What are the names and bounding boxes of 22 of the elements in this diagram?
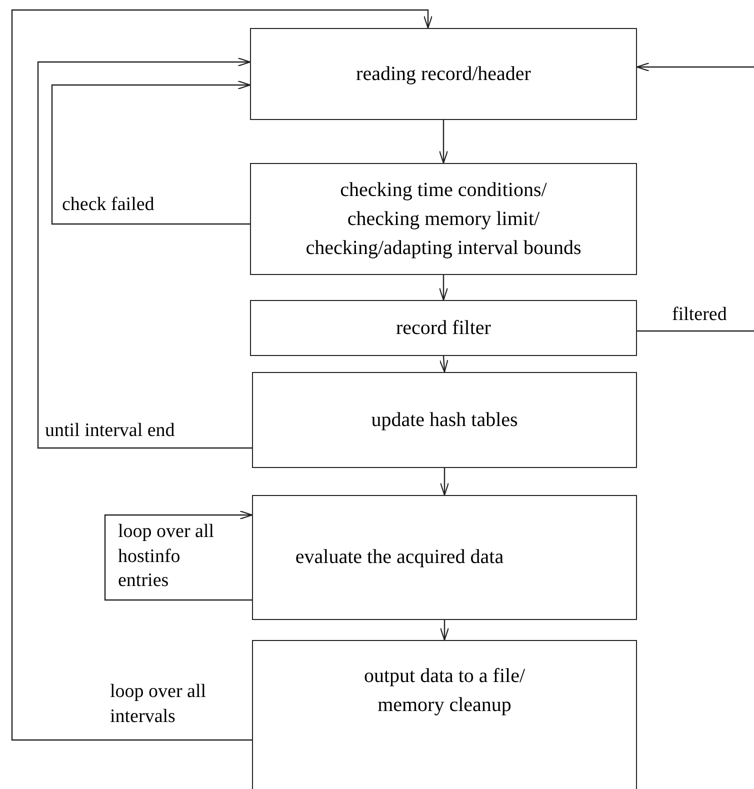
- process-box: [250, 163, 637, 275]
- arrow: [439, 356, 448, 373]
- step-text: update hash tables: [371, 408, 518, 432]
- arrow: [438, 275, 448, 301]
- arrow: [636, 62, 754, 72]
- step-text: record filter: [396, 316, 491, 340]
- step-text: output data to a file/ memory cleanup: [364, 664, 526, 718]
- arrow: [51, 80, 251, 225]
- process-box: [250, 28, 637, 120]
- process-box: [252, 495, 637, 620]
- process-box: [252, 372, 637, 468]
- arrow: [11, 9, 433, 741]
- arrow: [440, 620, 450, 641]
- arrow: [37, 57, 252, 449]
- process-box: [252, 640, 637, 789]
- process-box: [250, 300, 637, 356]
- arrow: [440, 468, 450, 496]
- step-text: checking time conditions/ checking memory limit/ checking/adapting interval bounds: [306, 178, 582, 260]
- arrow: [438, 120, 448, 164]
- step-text: evaluate the acquired data: [295, 545, 504, 570]
- step-text: reading record/header: [356, 62, 531, 86]
- arrow: [104, 510, 253, 601]
